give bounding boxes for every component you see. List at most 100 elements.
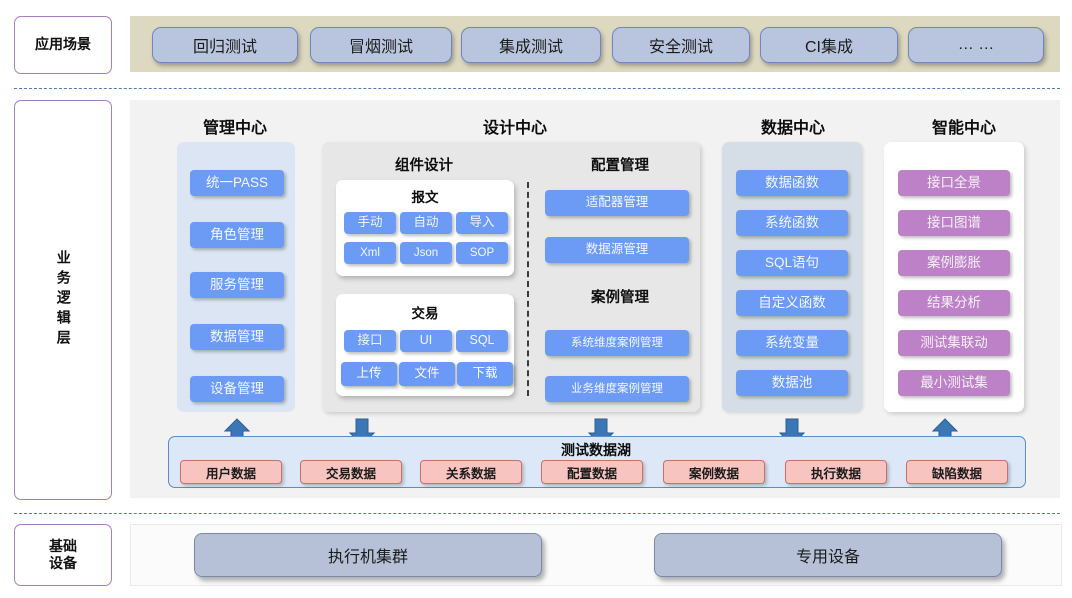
management-item-4[interactable]: 设备管理	[190, 376, 284, 402]
infra-item-0-label: 执行机集群	[327, 549, 408, 566]
data-item-5[interactable]: 数据池	[736, 370, 848, 396]
case-item-0-label: 系统维度案例管理	[571, 336, 663, 349]
management-item-2-label: 服务管理	[210, 276, 264, 292]
transaction-item-3[interactable]: 上传	[341, 362, 397, 386]
scenario-pill-1-label: 冒烟测试	[348, 39, 413, 56]
transaction-item-4[interactable]: 文件	[399, 362, 455, 386]
data-lake-item-4[interactable]: 案例数据	[663, 460, 765, 484]
transaction-item-2[interactable]: SQL	[456, 330, 508, 352]
center-title-design-text: 设计中心	[482, 120, 547, 137]
data-item-4[interactable]: 系统变量	[736, 330, 848, 356]
config-item-1-label: 数据源管理	[585, 242, 649, 257]
layer-label-infra-line2: 设备	[49, 555, 77, 571]
center-title-data: 数据中心	[712, 114, 874, 138]
data-lake-item-4-label: 案例数据	[688, 466, 739, 481]
layer-label-business: 业务逻辑层	[14, 100, 112, 500]
scenario-pill-5[interactable]: … …	[908, 27, 1044, 63]
config-management-title-text: 配置管理	[591, 158, 649, 174]
scenario-pill-0[interactable]: 回归测试	[152, 27, 298, 63]
scenario-pill-2-label: 集成测试	[498, 39, 563, 56]
data-lake-item-3[interactable]: 配置数据	[541, 460, 643, 484]
transaction-item-0-label: 接口	[357, 333, 383, 348]
layer-label-business-text: 业务逻辑层	[55, 250, 72, 350]
data-lake-item-1-label: 交易数据	[325, 466, 376, 481]
management-item-3-label: 数据管理	[210, 328, 264, 344]
component-design-title: 组件设计	[334, 154, 514, 175]
transaction-group-title: 交易	[336, 302, 514, 322]
data-item-0-label: 数据函数	[765, 174, 819, 190]
data-lake-item-2-label: 关系数据	[445, 466, 496, 481]
message-item-0[interactable]: 手动	[344, 212, 396, 234]
transaction-item-1-label: UI	[419, 333, 433, 348]
management-item-0[interactable]: 统一PASS	[190, 170, 284, 196]
intelligence-item-2[interactable]: 案例膨胀	[898, 250, 1010, 276]
layer-label-scenario: 应用场景	[14, 16, 112, 74]
scenario-pill-3[interactable]: 安全测试	[612, 27, 750, 63]
data-lake-item-0-label: 用户数据	[205, 466, 256, 481]
intelligence-item-5[interactable]: 最小测试集	[898, 370, 1010, 396]
infra-item-0[interactable]: 执行机集群	[194, 533, 542, 577]
config-management-title: 配置管理	[545, 154, 695, 175]
transaction-item-3-label: 上传	[356, 366, 382, 381]
message-group-title-text: 报文	[411, 190, 439, 205]
infra-item-1[interactable]: 专用设备	[654, 533, 1002, 577]
layer-label-scenario-text: 应用场景	[35, 36, 91, 53]
message-item-3[interactable]: Xml	[344, 242, 396, 264]
infra-item-1-label: 专用设备	[795, 549, 860, 566]
data-lake-item-6-label: 缺陷数据	[931, 466, 982, 481]
config-item-1[interactable]: 数据源管理	[545, 237, 689, 263]
intelligence-item-0-label: 接口全景	[927, 174, 981, 190]
transaction-item-2-label: SQL	[469, 333, 495, 348]
data-item-2-label: SQL语句	[764, 254, 819, 270]
layer-label-infra: 基础 设备	[14, 524, 112, 586]
data-lake-item-1[interactable]: 交易数据	[300, 460, 402, 484]
intelligence-item-1[interactable]: 接口图谱	[898, 210, 1010, 236]
data-lake-item-0[interactable]: 用户数据	[180, 460, 282, 484]
transaction-item-0[interactable]: 接口	[344, 330, 396, 352]
management-item-3[interactable]: 数据管理	[190, 324, 284, 350]
scenario-pill-0-label: 回归测试	[192, 39, 257, 56]
divider-bottom	[14, 513, 1060, 514]
data-lake-title: 测试数据湖	[168, 440, 1024, 460]
transaction-item-5[interactable]: 下载	[457, 362, 513, 386]
data-item-0[interactable]: 数据函数	[736, 170, 848, 196]
message-group-title: 报文	[336, 186, 514, 206]
intelligence-item-4[interactable]: 测试集联动	[898, 330, 1010, 356]
data-lake-item-5[interactable]: 执行数据	[785, 460, 887, 484]
transaction-group-title-text: 交易	[411, 306, 439, 321]
scenario-pill-5-label: … …	[957, 36, 995, 53]
scenario-pill-1[interactable]: 冒烟测试	[310, 27, 452, 63]
case-item-1-label: 业务维度案例管理	[571, 382, 663, 395]
data-item-3[interactable]: 自定义函数	[736, 290, 848, 316]
intelligence-item-5-label: 最小测试集	[920, 374, 988, 390]
intelligence-item-3[interactable]: 结果分析	[898, 290, 1010, 316]
data-item-3-label: 自定义函数	[758, 294, 826, 310]
management-item-2[interactable]: 服务管理	[190, 272, 284, 298]
data-item-1[interactable]: 系统函数	[736, 210, 848, 236]
center-title-management: 管理中心	[150, 114, 320, 138]
case-item-0[interactable]: 系统维度案例管理	[545, 330, 689, 356]
data-item-2[interactable]: SQL语句	[736, 250, 848, 276]
management-item-4-label: 设备管理	[210, 380, 264, 396]
message-item-1-label: 自动	[413, 215, 439, 230]
message-item-1[interactable]: 自动	[400, 212, 452, 234]
config-item-0[interactable]: 适配器管理	[545, 190, 689, 216]
case-management-title-text: 案例管理	[591, 290, 649, 306]
scenario-pill-4[interactable]: CI集成	[760, 27, 898, 63]
data-lake-item-2[interactable]: 关系数据	[420, 460, 522, 484]
component-design-title-text: 组件设计	[395, 158, 453, 174]
scenario-pill-2[interactable]: 集成测试	[461, 27, 601, 63]
data-lake-item-6[interactable]: 缺陷数据	[906, 460, 1008, 484]
intelligence-item-0[interactable]: 接口全景	[898, 170, 1010, 196]
case-item-1[interactable]: 业务维度案例管理	[545, 376, 689, 402]
message-item-2[interactable]: 导入	[456, 212, 508, 234]
transaction-item-5-label: 下载	[472, 366, 498, 381]
intelligence-item-2-label: 案例膨胀	[927, 254, 981, 270]
transaction-item-1[interactable]: UI	[400, 330, 452, 352]
message-item-5[interactable]: SOP	[456, 242, 508, 264]
scenario-pill-4-label: CI集成	[804, 39, 853, 56]
management-item-1[interactable]: 角色管理	[190, 222, 284, 248]
message-item-4[interactable]: Json	[400, 242, 452, 264]
data-lake-item-3-label: 配置数据	[566, 466, 617, 481]
